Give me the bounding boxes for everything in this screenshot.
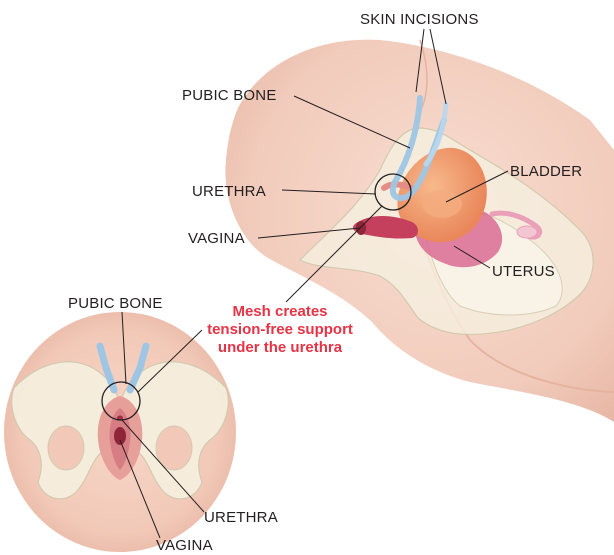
label-pubic-bone-side: PUBIC BONE	[182, 87, 277, 104]
callout-line-2: tension-free support	[207, 321, 353, 338]
front-view	[4, 312, 236, 552]
front-obturator-right	[156, 426, 192, 470]
front-vagina-opening	[114, 427, 126, 445]
label-pubic-bone-front: PUBIC BONE	[68, 295, 163, 312]
label-skin-incisions: SKIN INCISIONS	[360, 11, 479, 28]
label-vagina-side: VAGINA	[188, 230, 245, 247]
label-vagina-front: VAGINA	[156, 537, 213, 554]
side-ovary	[517, 226, 537, 238]
side-view	[225, 40, 614, 422]
callout-line-3: under the urethra	[218, 339, 343, 356]
callout-line-1: Mesh creates	[232, 303, 327, 320]
label-urethra-side: URETHRA	[192, 183, 266, 200]
front-obturator-left	[48, 426, 84, 470]
label-urethra-front: URETHRA	[204, 509, 278, 526]
side-bladder-highlight	[422, 190, 462, 218]
label-uterus: UTERUS	[492, 263, 555, 280]
label-bladder: BLADDER	[510, 163, 582, 180]
